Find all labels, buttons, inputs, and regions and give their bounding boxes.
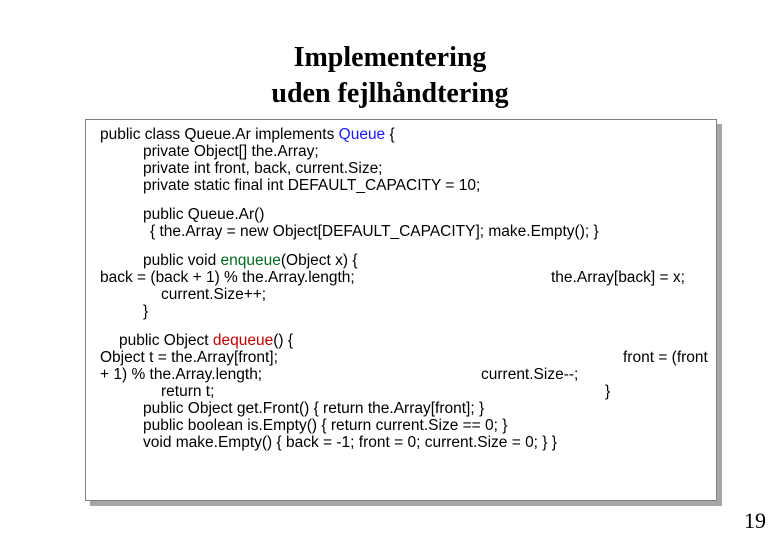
title-line-1: Implementering [293, 42, 487, 73]
code-line-constructor: public Queue.Ar() [143, 206, 265, 223]
code-line-class-decl: public class Queue.Ar implements Queue { [100, 126, 395, 143]
page-number: 19 [744, 508, 766, 533]
code-box: public class Queue.Ar implements Queue {… [85, 119, 717, 501]
code-line-constructor-body: { the.Array = new Object[DEFAULT_CAPACIT… [150, 223, 599, 240]
code-line-enqueue-decl: public void enqueue(Object x) { [143, 252, 358, 269]
code-line-dequeue-size: current.Size--; [481, 366, 579, 383]
code-listing: public class Queue.Ar implements Queue {… [86, 120, 716, 500]
code-line-dequeue-close: } [605, 383, 611, 400]
code-line-isempty: public boolean is.Empty() { return curre… [143, 417, 508, 434]
code-line-enqueue-close: } [143, 303, 149, 320]
code-line-makeempty: void make.Empty() { back = -1; front = 0… [143, 434, 557, 451]
code-line-dequeue-mod: + 1) % the.Array.length; [100, 366, 263, 383]
code-line-field-ints: private int front, back, current.Size; [143, 160, 383, 177]
code-line-dequeue-front: front = (front [623, 349, 708, 366]
dequeue-method-name: dequeue [212, 332, 274, 349]
title-line-2: uden fejlhåndtering [271, 78, 509, 109]
code-line-getfront: public Object get.Front() { return the.A… [143, 400, 485, 417]
code-line-dequeue-return: return t; [161, 383, 215, 400]
code-line-enqueue-back: back = (back + 1) % the.Array.length; [100, 269, 355, 286]
code-line-dequeue-decl: public Object dequeue() { [119, 332, 294, 349]
code-line-field-capacity: private static final int DEFAULT_CAPACIT… [143, 177, 481, 194]
code-line-enqueue-assign: the.Array[back] = x; [551, 269, 685, 286]
slide-title: Implementering uden fejlhåndtering [0, 40, 780, 112]
code-line-field-array: private Object[] the.Array; [143, 143, 319, 160]
code-line-dequeue-get: Object t = the.Array[front]; [100, 349, 278, 366]
interface-name: Queue [338, 126, 386, 143]
enqueue-method-name: enqueue [220, 252, 281, 269]
code-line-enqueue-size: current.Size++; [161, 286, 267, 303]
